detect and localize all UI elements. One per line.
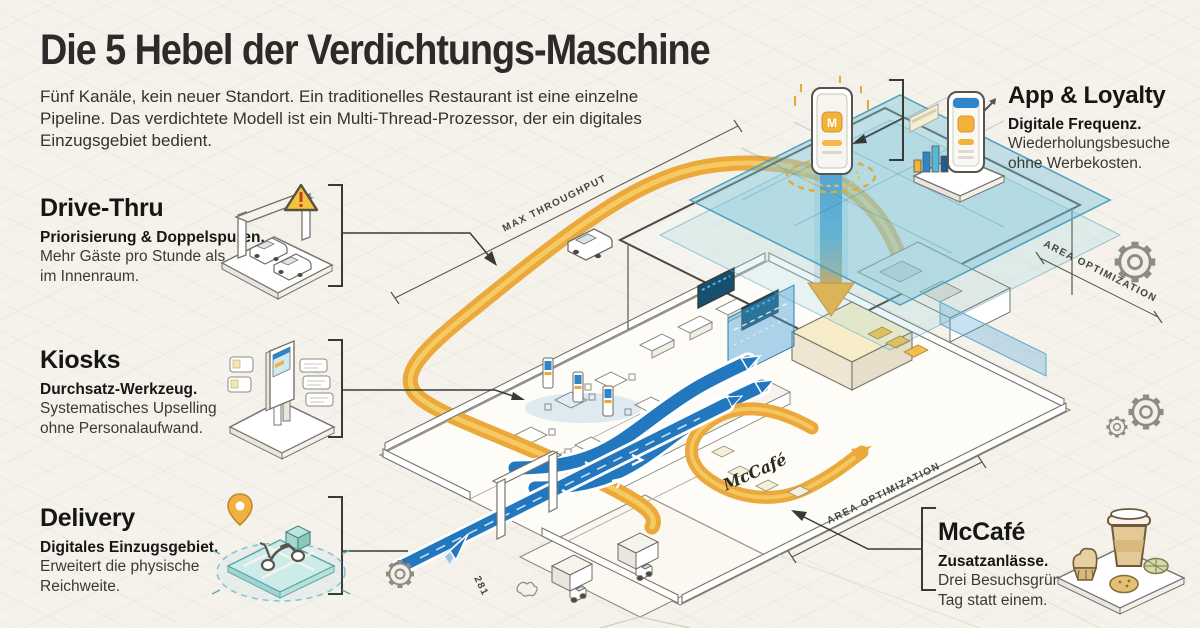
gear-icon	[1115, 242, 1156, 283]
lever-body: Mehr Gäste pro Stunde als im Innenraum.	[40, 248, 226, 285]
car	[273, 253, 312, 281]
lever-lead: Priorisierung & Doppelspuren.	[40, 229, 265, 246]
delivery-portal	[491, 450, 563, 540]
mccafe-icon	[1056, 508, 1186, 615]
mccafe-connector	[791, 507, 936, 591]
app-beam	[807, 165, 855, 317]
sketch-gear-icon	[516, 581, 538, 597]
car	[249, 237, 288, 265]
kiosks-icon	[227, 339, 336, 460]
delivery-pipe	[389, 395, 744, 577]
delivery-trucks	[550, 532, 660, 603]
credit-card	[909, 103, 939, 133]
range-arrows	[211, 549, 351, 595]
hovering-phone: M	[794, 76, 869, 175]
menu-screens	[697, 266, 779, 332]
lever-lead: Durchsatz-Werkzeug.	[40, 381, 198, 398]
lever-kiosks: Kiosks Durchsatz-Werkzeug. Systematische…	[40, 346, 270, 438]
muffin	[1072, 547, 1098, 581]
phone-m-logo: M	[827, 116, 837, 130]
delivery-icon	[211, 493, 351, 602]
navigation-arrow-icon	[436, 533, 469, 564]
lever-title: Delivery	[40, 504, 135, 532]
pastry	[1143, 557, 1169, 575]
coffee-cup	[1107, 508, 1151, 567]
signal-sparks	[794, 76, 869, 110]
app-loyalty-connector	[852, 79, 904, 161]
kiosks-connector	[328, 339, 525, 438]
lever-title: App & Loyalty	[1008, 82, 1166, 109]
drive-thru-icon	[220, 183, 334, 300]
cookie	[1109, 574, 1139, 594]
kiosk-terminals	[525, 357, 641, 423]
order-bubbles	[227, 356, 334, 407]
dimension-281-label: 281	[471, 574, 490, 598]
page-subtitle: Fünf Kanäle, kein neuer Standort. Ein tr…	[40, 87, 642, 150]
lever-delivery: Delivery Digitales Einzugsgebiet. Erweit…	[40, 504, 270, 596]
lever-lead: Digitales Einzugsgebiet.	[40, 539, 219, 556]
lever-title: McCafé	[938, 518, 1026, 546]
delivery-connector	[328, 496, 408, 595]
kitchen-area	[790, 241, 1012, 391]
gear-icon	[1104, 414, 1130, 440]
location-pin-icon	[227, 493, 253, 526]
lever-lead: Zusatzanlässe.	[938, 553, 1049, 570]
lever-lead: Digitale Frequenz.	[1008, 116, 1142, 133]
lever-app-loyalty: App & Loyalty Digitale Frequenz. Wiederh…	[1008, 82, 1200, 173]
app-loyalty-icon	[909, 91, 1006, 203]
drive-thru-connector	[328, 184, 497, 287]
lever-body: Wiederholungsbesuche ohne Werbekosten.	[1008, 135, 1170, 172]
lever-drive-thru: Drive-Thru Priorisierung & Doppelspuren.…	[40, 194, 270, 286]
warning-icon	[283, 183, 319, 212]
page-title: Die 5 Hebel der Verdichtungs-Maschine	[40, 26, 711, 74]
lever-title: Kiosks	[40, 346, 121, 374]
lever-body: Erweitert die physische Reichweite.	[40, 558, 200, 595]
phone	[947, 91, 985, 173]
lever-title: Drive-Thru	[40, 194, 164, 222]
scooter	[259, 525, 312, 572]
gear-icon	[386, 560, 414, 588]
building-walls	[382, 252, 1067, 604]
bar-chart	[913, 145, 949, 173]
gear-icon	[1129, 395, 1164, 430]
header: Die 5 Hebel der Verdichtungs-Maschine Fü…	[40, 26, 801, 151]
lever-body: Systematisches Upselling ohne Personalau…	[40, 400, 217, 437]
car-on-lane	[567, 228, 613, 261]
